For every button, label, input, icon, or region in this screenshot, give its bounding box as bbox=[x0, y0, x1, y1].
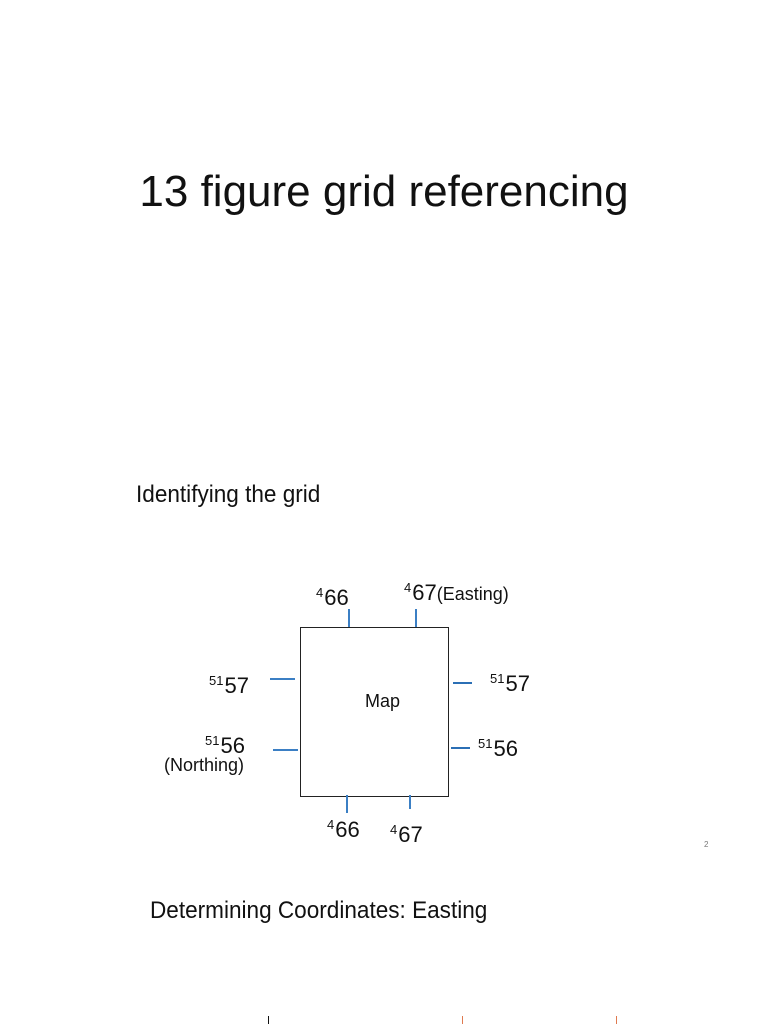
cutoff-mark-left bbox=[268, 1016, 269, 1024]
top-tick-66 bbox=[348, 609, 350, 627]
bottom-tick-67 bbox=[409, 795, 411, 809]
right-tick-56 bbox=[451, 747, 470, 749]
bottom-tick-66 bbox=[346, 795, 348, 813]
easting-label-bottom-right: 467 bbox=[390, 822, 423, 847]
northing-label-left-lower: 5156 bbox=[205, 733, 245, 758]
section-heading-determining: Determining Coordinates: Easting bbox=[150, 897, 488, 924]
map-label: Map bbox=[365, 691, 401, 711]
easting-label-top-left: 466 bbox=[316, 585, 349, 610]
northing-label-left-upper: 5157 bbox=[209, 673, 249, 698]
northing-label-right-lower: 5156 bbox=[478, 736, 518, 761]
easting-label-top-right: 467(Easting) bbox=[404, 580, 509, 605]
left-tick-56 bbox=[273, 749, 298, 751]
map-box bbox=[300, 627, 449, 797]
top-tick-67 bbox=[415, 609, 417, 627]
cutoff-mark-middle bbox=[462, 1016, 463, 1024]
northing-note: (Northing) bbox=[164, 755, 245, 775]
section-heading-identifying: Identifying the grid bbox=[136, 481, 321, 508]
page-number: 2 bbox=[704, 840, 709, 849]
slide-title: 13 figure grid referencing bbox=[139, 167, 629, 216]
northing-label-right-upper: 5157 bbox=[490, 671, 530, 696]
right-tick-57 bbox=[453, 682, 472, 684]
easting-label-bottom-left: 466 bbox=[327, 817, 360, 842]
cutoff-mark-right bbox=[616, 1016, 617, 1024]
left-tick-57 bbox=[270, 678, 295, 680]
easting-note: (Easting) bbox=[436, 584, 509, 604]
